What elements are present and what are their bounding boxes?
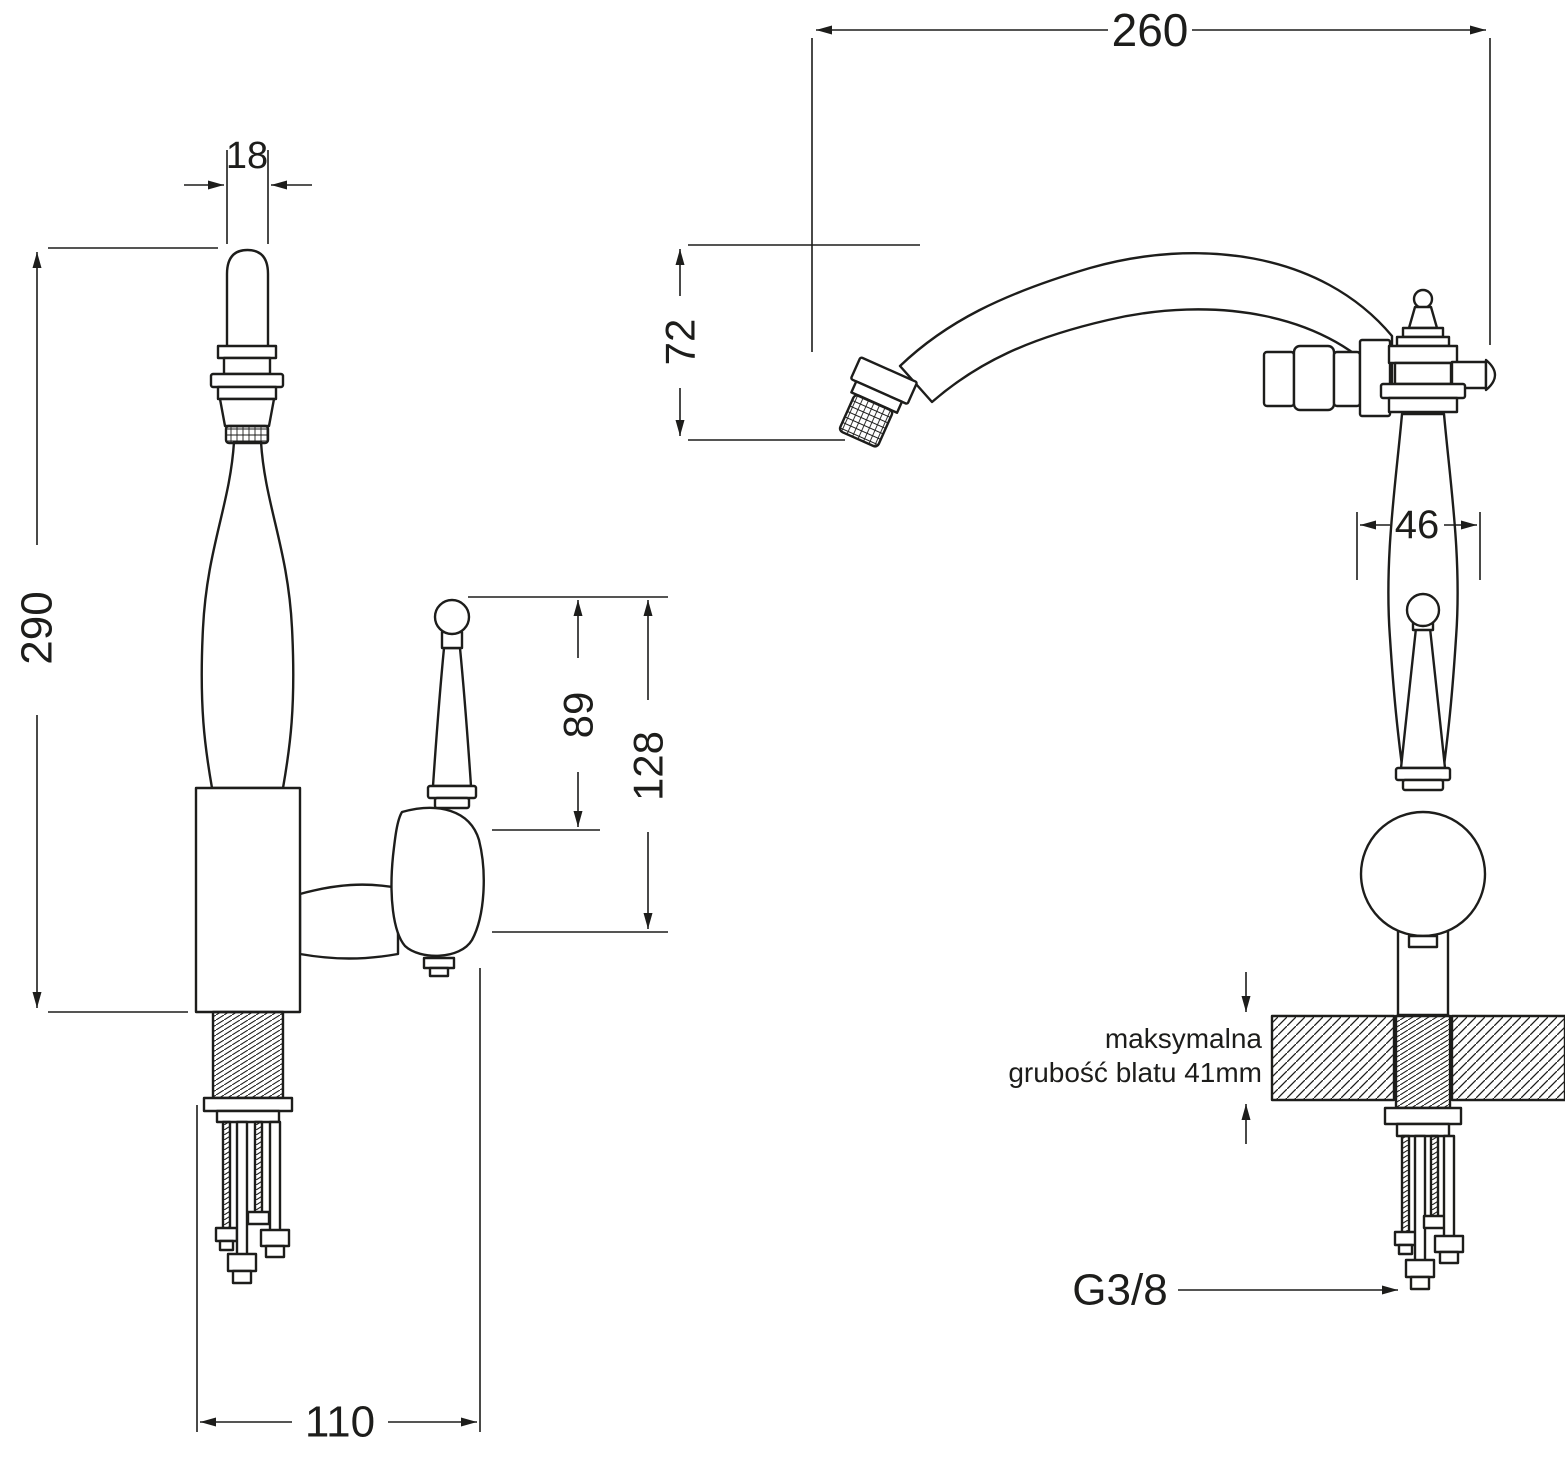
- left-valve-elbow: [390, 806, 485, 957]
- left-elbow-nub-2: [428, 966, 450, 978]
- right-stud-2: [1429, 1134, 1440, 1222]
- left-mount-washer: [215, 1109, 281, 1124]
- left-neck: [200, 440, 295, 790]
- right-finial-cone: [1407, 305, 1439, 330]
- left-aerator-mesh: [224, 424, 270, 445]
- dimension-260: [811, 25, 1491, 352]
- right-spout-ring-3: [1332, 350, 1362, 408]
- dim-label-290: 290: [13, 591, 62, 664]
- right-ball-nub: [1407, 934, 1439, 949]
- right-mount-nut: [1383, 1106, 1463, 1126]
- right-spout-outlet: [838, 356, 918, 448]
- dim-label-46: 46: [1395, 503, 1440, 547]
- right-view-faucet: [838, 251, 1565, 1291]
- dim-label-110: 110: [305, 1398, 375, 1447]
- right-mount-washer: [1395, 1122, 1451, 1138]
- right-threaded-shank: [1394, 1014, 1452, 1110]
- countertop-left-slab: [1270, 1014, 1396, 1102]
- left-spout-tube: [225, 248, 270, 354]
- left-collar-flange: [209, 372, 285, 389]
- left-handle-knob: [433, 598, 471, 636]
- thread-label-g38: G3/8: [1072, 1266, 1167, 1315]
- dim-label-89: 89: [555, 692, 602, 739]
- counter-note-line-2: grubość blatu 41mm: [1008, 1057, 1262, 1088]
- left-handle-base-ring-2: [433, 796, 471, 810]
- left-hose-2-cap: [264, 1244, 286, 1259]
- right-collar-ring-1: [1387, 344, 1459, 365]
- right-spout-ring-2: [1292, 344, 1336, 412]
- counter-note-line-1: maksymalna: [1105, 1023, 1263, 1054]
- right-spout-ring-1: [1262, 350, 1296, 408]
- right-finial-ring-1: [1401, 326, 1445, 339]
- right-spout-curve: [898, 251, 1394, 404]
- left-hose-2-nut: [259, 1228, 291, 1248]
- left-stud-1-nut: [214, 1226, 239, 1243]
- right-hose-1: [1413, 1134, 1427, 1266]
- left-elbow-nub-1: [422, 956, 456, 970]
- dimension-46: [1356, 512, 1481, 580]
- right-hose-1-cap: [1409, 1275, 1431, 1291]
- right-collar-ring-2: [1393, 361, 1453, 386]
- right-finial-ring-2: [1395, 335, 1451, 348]
- dimension-72: [675, 244, 920, 441]
- right-stud-1: [1400, 1134, 1411, 1238]
- dimension-110: [196, 968, 481, 1432]
- left-aerator-housing: [218, 397, 276, 428]
- right-finial-ball: [1412, 288, 1434, 310]
- right-handle-base-ring-1: [1394, 766, 1452, 782]
- dimension-290: [32, 247, 218, 1013]
- right-handle-base-ring-2: [1401, 778, 1445, 792]
- right-stud-1-cap: [1397, 1243, 1414, 1256]
- left-hose-1-nut: [226, 1252, 258, 1273]
- dim-label-18: 18: [226, 135, 268, 177]
- dimension-89-128: [468, 596, 668, 933]
- left-hose-1-cap: [231, 1269, 253, 1285]
- left-handle-base-ring-1: [426, 784, 478, 800]
- left-view-faucet: [194, 248, 485, 1285]
- right-spout-flange: [1358, 338, 1392, 418]
- right-valve-ball: [1359, 810, 1487, 938]
- right-hose-2-cap: [1438, 1250, 1460, 1265]
- right-hose-2: [1442, 1134, 1456, 1242]
- right-stud-1-nut: [1393, 1230, 1418, 1247]
- dim-label-72: 72: [657, 319, 704, 366]
- left-collar-ring-2: [222, 356, 272, 376]
- left-collar-ring-1: [216, 344, 278, 360]
- right-outlet-mesh: [838, 394, 894, 448]
- right-stud-2-nut: [1422, 1214, 1447, 1230]
- left-stud-1: [221, 1120, 232, 1232]
- left-handle-connector: [298, 883, 400, 960]
- left-stud-2: [253, 1120, 264, 1216]
- left-threaded-shank: [211, 1010, 285, 1100]
- right-collar-ring-3: [1387, 396, 1459, 414]
- left-hose-2: [268, 1120, 282, 1234]
- right-collar-flange: [1379, 382, 1467, 400]
- left-stud-2-nut: [246, 1210, 271, 1226]
- dimension-18: [184, 150, 312, 244]
- right-side-nub-cap: [1484, 358, 1497, 392]
- left-body: [194, 786, 302, 1014]
- right-hose-2-nut: [1433, 1234, 1465, 1254]
- dim-label-128: 128: [625, 731, 672, 801]
- left-stud-1-cap: [218, 1239, 235, 1252]
- left-hose-1: [235, 1120, 249, 1258]
- countertop-right-slab: [1450, 1014, 1565, 1102]
- dim-label-260: 260: [1112, 4, 1189, 56]
- left-collar-ring-3: [216, 385, 278, 401]
- left-mount-flange: [202, 1096, 294, 1113]
- right-hose-1-nut: [1404, 1258, 1436, 1279]
- left-handle-stem: [431, 646, 473, 788]
- right-handle-knob: [1405, 592, 1441, 628]
